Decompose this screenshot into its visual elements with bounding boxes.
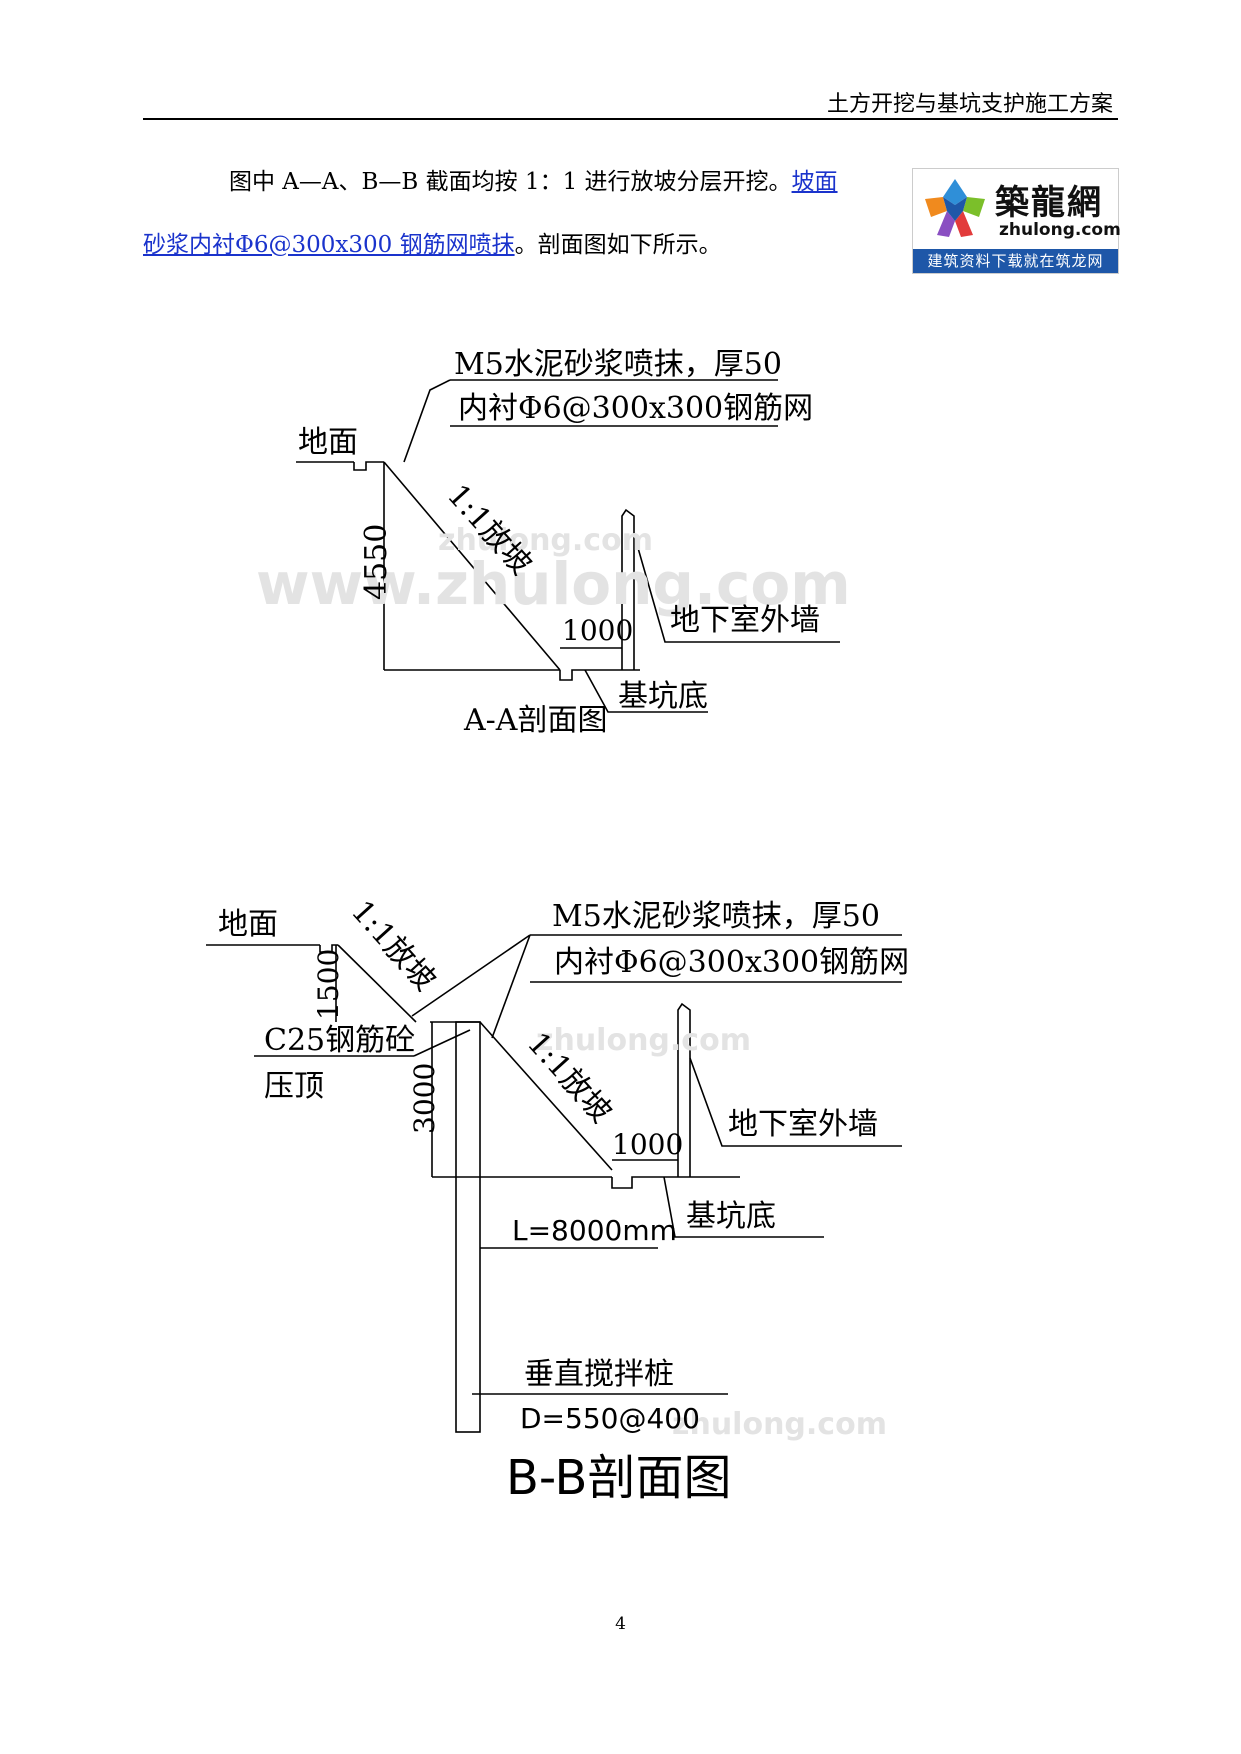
watermark-small-bb-2: zhulong.com xyxy=(672,1407,887,1442)
paragraph-2-link[interactable]: 砂浆内衬Φ6@300x300 钢筋网喷抹 xyxy=(143,232,515,258)
bb-slope-upper: 1:1放坡 xyxy=(344,894,442,998)
zhulong-logo[interactable]: 築龍網 zhulong.com 建筑资料下载就在筑龙网 xyxy=(912,168,1121,274)
bb-note-line2: 内衬Φ6@300x300钢筋网 xyxy=(554,945,909,980)
section-aa-lines xyxy=(296,379,840,713)
aa-note-line1: M5水泥砂浆喷抹，厚50 xyxy=(454,347,782,382)
paragraph-2: 砂浆内衬Φ6@300x300 钢筋网喷抹。剖面图如下所示。 xyxy=(143,228,913,262)
paragraph-1-link[interactable]: 坡面 xyxy=(791,169,838,195)
bb-pile-spec: D=550@400 xyxy=(520,1402,700,1435)
aa-berm-dim: 1000 xyxy=(562,614,633,647)
logo-slogan: 建筑资料下载就在筑龙网 xyxy=(913,249,1118,273)
bb-pit-label: 基坑底 xyxy=(686,1199,776,1234)
bb-pile-label: 垂直搅拌桩 xyxy=(524,1357,674,1392)
bb-cap-label-1: C25钢筋砼 xyxy=(264,1023,415,1058)
bb-note-line1: M5水泥砂浆喷抹，厚50 xyxy=(552,899,880,934)
aa-note-line2: 内衬Φ6@300x300钢筋网 xyxy=(458,391,813,426)
header-rule xyxy=(143,118,1118,120)
page-number: 4 xyxy=(615,1614,626,1634)
bb-berm-dim: 1000 xyxy=(612,1128,683,1161)
bb-ground-label: 地面 xyxy=(218,907,278,942)
watermark-small-aa: zhulong.com xyxy=(438,523,653,558)
aa-wall-label: 地下室外墙 xyxy=(670,603,820,638)
logo-chinese-name: 築龍網 xyxy=(995,183,1103,223)
bb-pile-length: L=8000mm xyxy=(512,1214,677,1247)
watermark-large-aa: www.zhulong.com xyxy=(256,550,851,618)
section-bb-lines xyxy=(206,934,902,1433)
aa-ground-label: 地面 xyxy=(298,425,358,460)
bb-upper-height-dim: 1500 xyxy=(312,949,345,1020)
watermark-small-bb: zhulong.com xyxy=(536,1023,751,1058)
aa-pit-label: 基坑底 xyxy=(618,679,708,714)
paragraph-1-text: 图中 A—A、B—B 截面均按 1：1 进行放坡分层开挖。 xyxy=(229,169,792,195)
bb-wall-label: 地下室外墙 xyxy=(728,1107,878,1142)
paragraph-1: 图中 A—A、B—B 截面均按 1：1 进行放坡分层开挖。坡面 xyxy=(143,165,913,199)
aa-title: A-A剖面图 xyxy=(463,703,607,738)
bb-title: B-B剖面图 xyxy=(506,1450,731,1506)
aa-height-dim: 4550 xyxy=(359,524,394,600)
logo-mark-icon xyxy=(925,179,985,237)
bb-cap-label-2: 压顶 xyxy=(264,1069,324,1104)
bb-lower-height-dim: 3000 xyxy=(408,1063,441,1134)
paragraph-2-text: 。剖面图如下所示。 xyxy=(514,232,722,258)
header-title: 土方开挖与基坑支护施工方案 xyxy=(826,92,1113,117)
logo-domain: zhulong.com xyxy=(999,220,1121,240)
